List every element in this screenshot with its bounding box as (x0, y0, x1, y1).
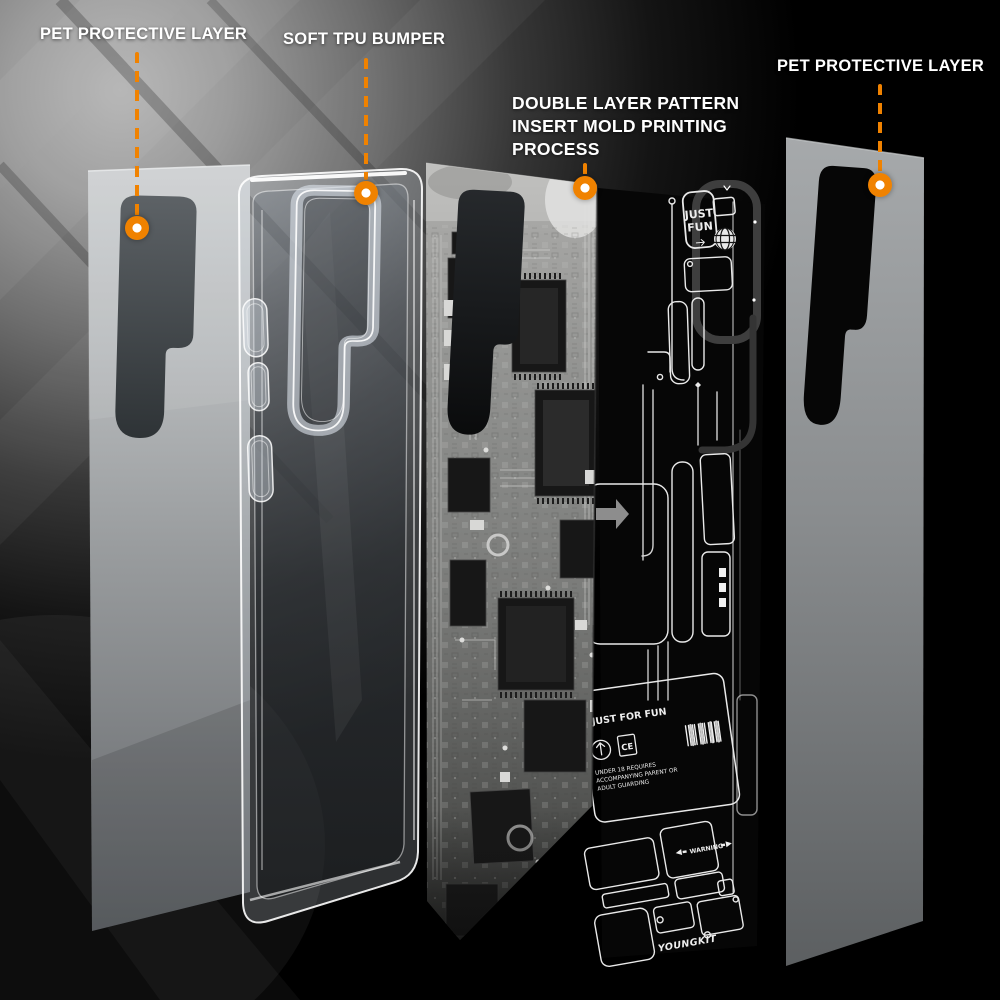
arrow-right-icon (596, 499, 629, 529)
callout-soft-tpu-label: SOFT TPU BUMPER (283, 30, 446, 48)
badge-text-line2: FUN (687, 219, 714, 234)
flash-window-outline (712, 196, 736, 217)
light-streak (0, 0, 300, 300)
badge-text-line1: JUST (683, 206, 714, 222)
callout-pet-left-leader (135, 52, 139, 216)
callout-double-layer-marker (573, 176, 597, 200)
callout-double-layer-leader (583, 163, 587, 176)
side-buttons (242, 298, 274, 503)
camera-island-outline (692, 180, 761, 344)
callout-pet-right-leader (878, 84, 882, 172)
ce-mark-icon: CE (616, 733, 638, 757)
callout-pet-right-marker (868, 173, 892, 197)
tpu-bumper-layer (237, 167, 424, 924)
barcode (684, 720, 722, 747)
outline-print-layer: JUST FUN (578, 180, 765, 968)
just-fun-badge: JUST FUN (681, 190, 718, 249)
circuit-print-layer (425, 162, 598, 940)
pet-layer-right (785, 137, 925, 966)
pet-layer-left (87, 164, 251, 931)
callout-pet-left-marker (125, 216, 149, 240)
callout-soft-tpu-leader (364, 58, 368, 180)
callout-soft-tpu-marker (354, 181, 378, 205)
light-streak (0, 0, 190, 190)
callout-pet-left-label: PET PROTECTIVE LAYER (40, 25, 248, 43)
svg-text:CE: CE (621, 742, 635, 754)
callout-pet-right-label: PET PROTECTIVE LAYER (777, 57, 985, 75)
callout-double-layer-label: DOUBLE LAYER PATTERN INSERT MOLD PRINTIN… (512, 93, 740, 159)
globe-icon (713, 227, 737, 251)
